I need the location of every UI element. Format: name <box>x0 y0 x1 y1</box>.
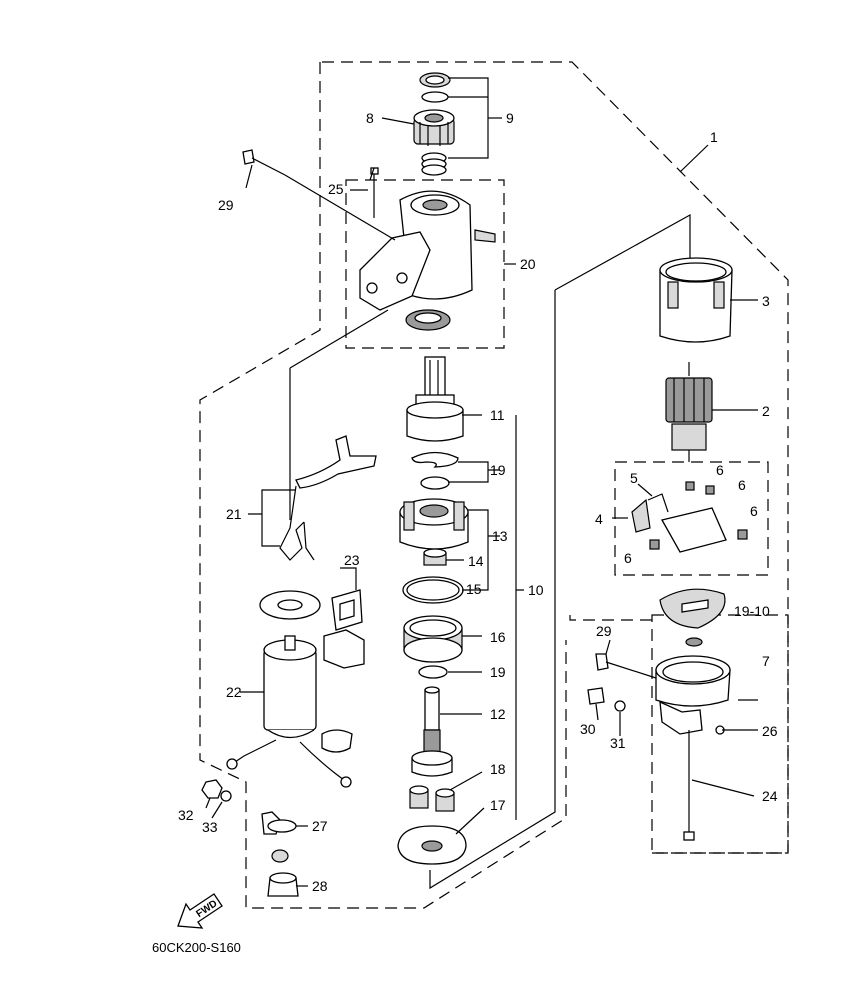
callout-3: 3 <box>762 293 770 309</box>
callout-6-c: 6 <box>750 503 758 519</box>
brush-holder-plate <box>631 481 748 553</box>
callout-26: 26 <box>762 723 778 739</box>
shaft-group-line <box>429 290 556 890</box>
mount-bolt-long <box>595 653 657 679</box>
through-bolt-top <box>242 149 396 241</box>
internal-gear-seal <box>402 576 464 604</box>
starter-assembly-boundary <box>199 61 789 909</box>
callout-30: 30 <box>580 721 596 737</box>
callout-29-a: 29 <box>218 197 234 213</box>
brush-holder-boundary <box>614 461 769 576</box>
pinion-shaft <box>411 686 453 777</box>
hex-nut <box>201 779 223 799</box>
overrunning-clutch <box>406 356 464 442</box>
solenoid <box>226 635 352 788</box>
callout-13: 13 <box>492 528 508 544</box>
callout-14: 14 <box>468 553 484 569</box>
callout-9: 9 <box>506 110 514 126</box>
callout-7: 7 <box>762 653 770 669</box>
callout-19-a: 19 <box>490 462 506 478</box>
plate-washer <box>259 590 321 620</box>
callout-4: 4 <box>595 511 603 527</box>
callout-23: 23 <box>344 552 360 568</box>
internal-gear-seal-inner <box>406 579 460 601</box>
through-bolt-long <box>683 730 695 841</box>
callout-11: 11 <box>490 407 505 423</box>
solenoid-cover <box>331 589 363 631</box>
callout-6-a: 6 <box>716 462 724 478</box>
callout-2: 2 <box>762 403 770 419</box>
callout-21: 21 <box>226 506 242 522</box>
planet-gears <box>409 785 455 812</box>
armature <box>665 362 713 462</box>
callout-10: 10 <box>528 582 544 598</box>
callout-25: 25 <box>328 181 344 197</box>
callout-22: 22 <box>226 684 242 700</box>
callout-12: 12 <box>490 706 506 722</box>
terminal-cap <box>271 849 289 863</box>
pinion-ring-thin <box>421 91 449 103</box>
return-spring <box>421 152 447 176</box>
snap-ring-washer <box>420 476 450 490</box>
callout-15: 15 <box>466 581 482 597</box>
callout-19-10: 19-10 <box>734 603 770 619</box>
callout-1: 1 <box>710 129 718 145</box>
end-gasket <box>659 588 726 629</box>
callout-18: 18 <box>490 761 506 777</box>
leader-lines <box>205 77 758 887</box>
gear-washer <box>418 665 448 679</box>
callout-20: 20 <box>520 256 536 272</box>
callout-17: 17 <box>490 797 506 813</box>
housing-bolt-short <box>370 167 379 218</box>
gear-carrier <box>399 498 469 550</box>
terminal-nut <box>261 811 297 835</box>
end-bushing <box>685 637 703 647</box>
housing-group-boundary <box>345 179 505 349</box>
pinion-ring-top <box>419 72 451 88</box>
pinion-gear <box>413 109 455 146</box>
lock-washer <box>220 790 232 802</box>
solenoid-boot <box>321 729 353 753</box>
end-cover-boundary <box>651 614 789 854</box>
callout-29-b: 29 <box>596 623 612 639</box>
drive-housing <box>359 190 496 311</box>
callout-28: 28 <box>312 878 328 894</box>
end-cover <box>655 655 731 735</box>
callout-6-d: 6 <box>624 550 632 566</box>
mount-washer <box>614 700 626 712</box>
shift-lever <box>279 435 377 561</box>
internal-gear <box>403 615 463 663</box>
callout-33: 33 <box>202 819 218 835</box>
carrier-bearing <box>423 548 447 566</box>
callout-5: 5 <box>630 470 638 486</box>
snap-ring-c <box>411 451 459 468</box>
gear-plate <box>397 825 467 865</box>
terminal-boot <box>267 872 299 897</box>
fwd-direction-arrow: FWD <box>177 893 223 929</box>
callout-16: 16 <box>490 629 506 645</box>
callout-19-b: 19 <box>490 664 506 680</box>
diagram-code: 60CK200-S160 <box>152 940 241 955</box>
callout-27: 27 <box>312 818 328 834</box>
callout-32: 32 <box>178 807 194 823</box>
callout-31: 31 <box>610 735 626 751</box>
lever-group-line <box>289 309 389 520</box>
mount-bolt-short <box>587 687 605 705</box>
housing-bushing <box>405 309 451 331</box>
yoke-housing <box>659 257 733 343</box>
callout-8: 8 <box>366 110 374 126</box>
callout-6-b: 6 <box>738 477 746 493</box>
callout-24: 24 <box>762 788 778 804</box>
solenoid-cap <box>323 629 365 669</box>
